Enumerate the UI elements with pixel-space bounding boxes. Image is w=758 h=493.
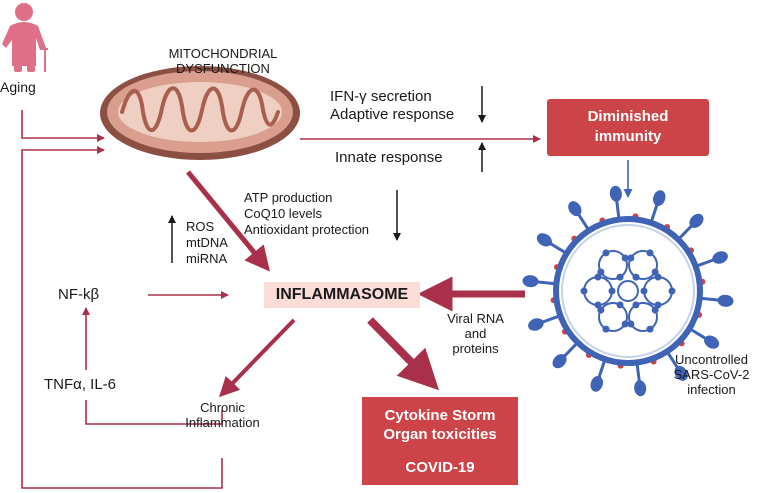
inflammasome-to-cytokine-arrow [367,317,440,391]
mitochondrion-icon [100,66,300,160]
nucleocapsid-dot [616,301,624,309]
nucleocapsid-dot [580,287,588,295]
atp-label: ATP production [244,190,333,205]
nucleocapsid-dot [608,287,616,295]
diminished-immunity-text: Diminished immunity [547,107,709,147]
ifn-label: IFN-γ secretion [330,88,432,105]
nfkb-label: NF-kβ [58,286,100,303]
sars-cov-2-virus-icon [522,185,734,397]
nucleocapsid-dot [621,254,629,262]
mtdna-label: mtDNA [186,235,228,250]
viral-line2: and [464,326,487,341]
chronic-line1: Chronic [200,400,245,415]
virus-spike-head [717,294,734,307]
virus-spike-head [634,380,647,397]
uncontrolled-line1: Uncontrolled [675,352,748,367]
inflammasome-box [264,282,420,308]
rna-core [617,280,639,302]
virus-spike-head [590,376,603,392]
mirna-label: miRNA [186,251,228,266]
virus-spike-head [712,251,728,264]
virus-spike-head [522,275,539,288]
rna-strand [628,250,658,281]
viral-line1: Viral RNA [447,311,504,326]
tnf-label: TNFα, IL-6 [44,376,117,393]
nucleocapsid-dot [602,325,610,333]
diminished-line2: immunity [594,128,662,145]
nucleocapsid-dot [632,301,640,309]
virus-spike-head [609,185,622,202]
inflammasome-to-chronic-arrow [219,318,296,398]
nucleocapsid-dot [594,301,602,309]
coq10-label: CoQ10 levels [244,206,323,221]
aging-to-mito-arrow [21,110,105,142]
chronic-inflammation-label: Chronic Inflammation [165,400,280,430]
chronic-line2: Inflammation [185,415,260,430]
nucleocapsid-dot [651,268,659,276]
nucleocapsid-dot [646,249,654,257]
viral-rna-label: Viral RNA and proteins [438,311,513,356]
diminished-line1: Diminished [587,108,669,125]
chronic-to-tnf-arrow [85,400,223,425]
ros-label: ROS [186,219,215,234]
virus-spike-head [653,190,666,206]
nucleocapsid-dot [627,320,635,328]
rna-strand [628,301,658,332]
elderly-person-icon [2,3,48,72]
rna-strand [598,250,628,281]
nucleocapsid-dot [640,287,648,295]
viral-line3: proteins [452,341,499,356]
nucleocapsid-dot [632,273,640,281]
virus-spike-head [528,318,544,331]
cytokine-line2: Organ toxicities [383,426,497,443]
nucleocapsid-dot [621,320,629,328]
mitochondrial-dysfunction-label: MITOCHONDRIAL DYSFUNCTION [148,46,298,76]
diminished-immunity-box [547,99,709,156]
cytokine-line1: Cytokine Storm [384,407,496,424]
mito-label-line1: MITOCHONDRIAL [168,46,278,61]
mito-label-line2: DYSFUNCTION [176,61,270,76]
mito-to-inflammasome-arrow [186,170,270,272]
uncontrolled-line3: infection [687,382,736,397]
uncontrolled-infection-label: Uncontrolled SARS-CoV-2 infection [665,352,758,397]
innate-label: Innate response [335,149,443,166]
cytokine-storm-box [362,397,518,485]
cytokine-storm-text: Cytokine Storm Organ toxicities COVID-19 [362,406,518,477]
inflammasome-label: INFLAMMASOME [275,286,409,303]
nucleocapsid-dot [651,306,659,314]
cytokine-line3: COVID-19 [405,459,475,476]
adaptive-label: Adaptive response [330,106,455,123]
nucleocapsid-dot [597,268,605,276]
virus-spike-head [689,213,704,228]
antioxidant-label: Antioxidant protection [244,222,370,237]
virus-spike-head [704,335,720,349]
nucleocapsid-dot [627,254,635,262]
virus-spike-head [536,233,552,247]
virus-spike-head [674,365,688,381]
virus-spike-head [552,354,567,369]
nucleocapsid-dot [646,325,654,333]
feedback-loop-arrow [21,146,223,489]
nucleocapsid-dot [668,287,676,295]
nucleocapsid-dot [616,273,624,281]
virus-spike-head [568,201,582,217]
nucleocapsid-dot [602,249,610,257]
rna-strand [598,301,628,332]
aging-label: Aging [0,79,36,95]
uncontrolled-line2: SARS-CoV-2 [673,367,750,382]
